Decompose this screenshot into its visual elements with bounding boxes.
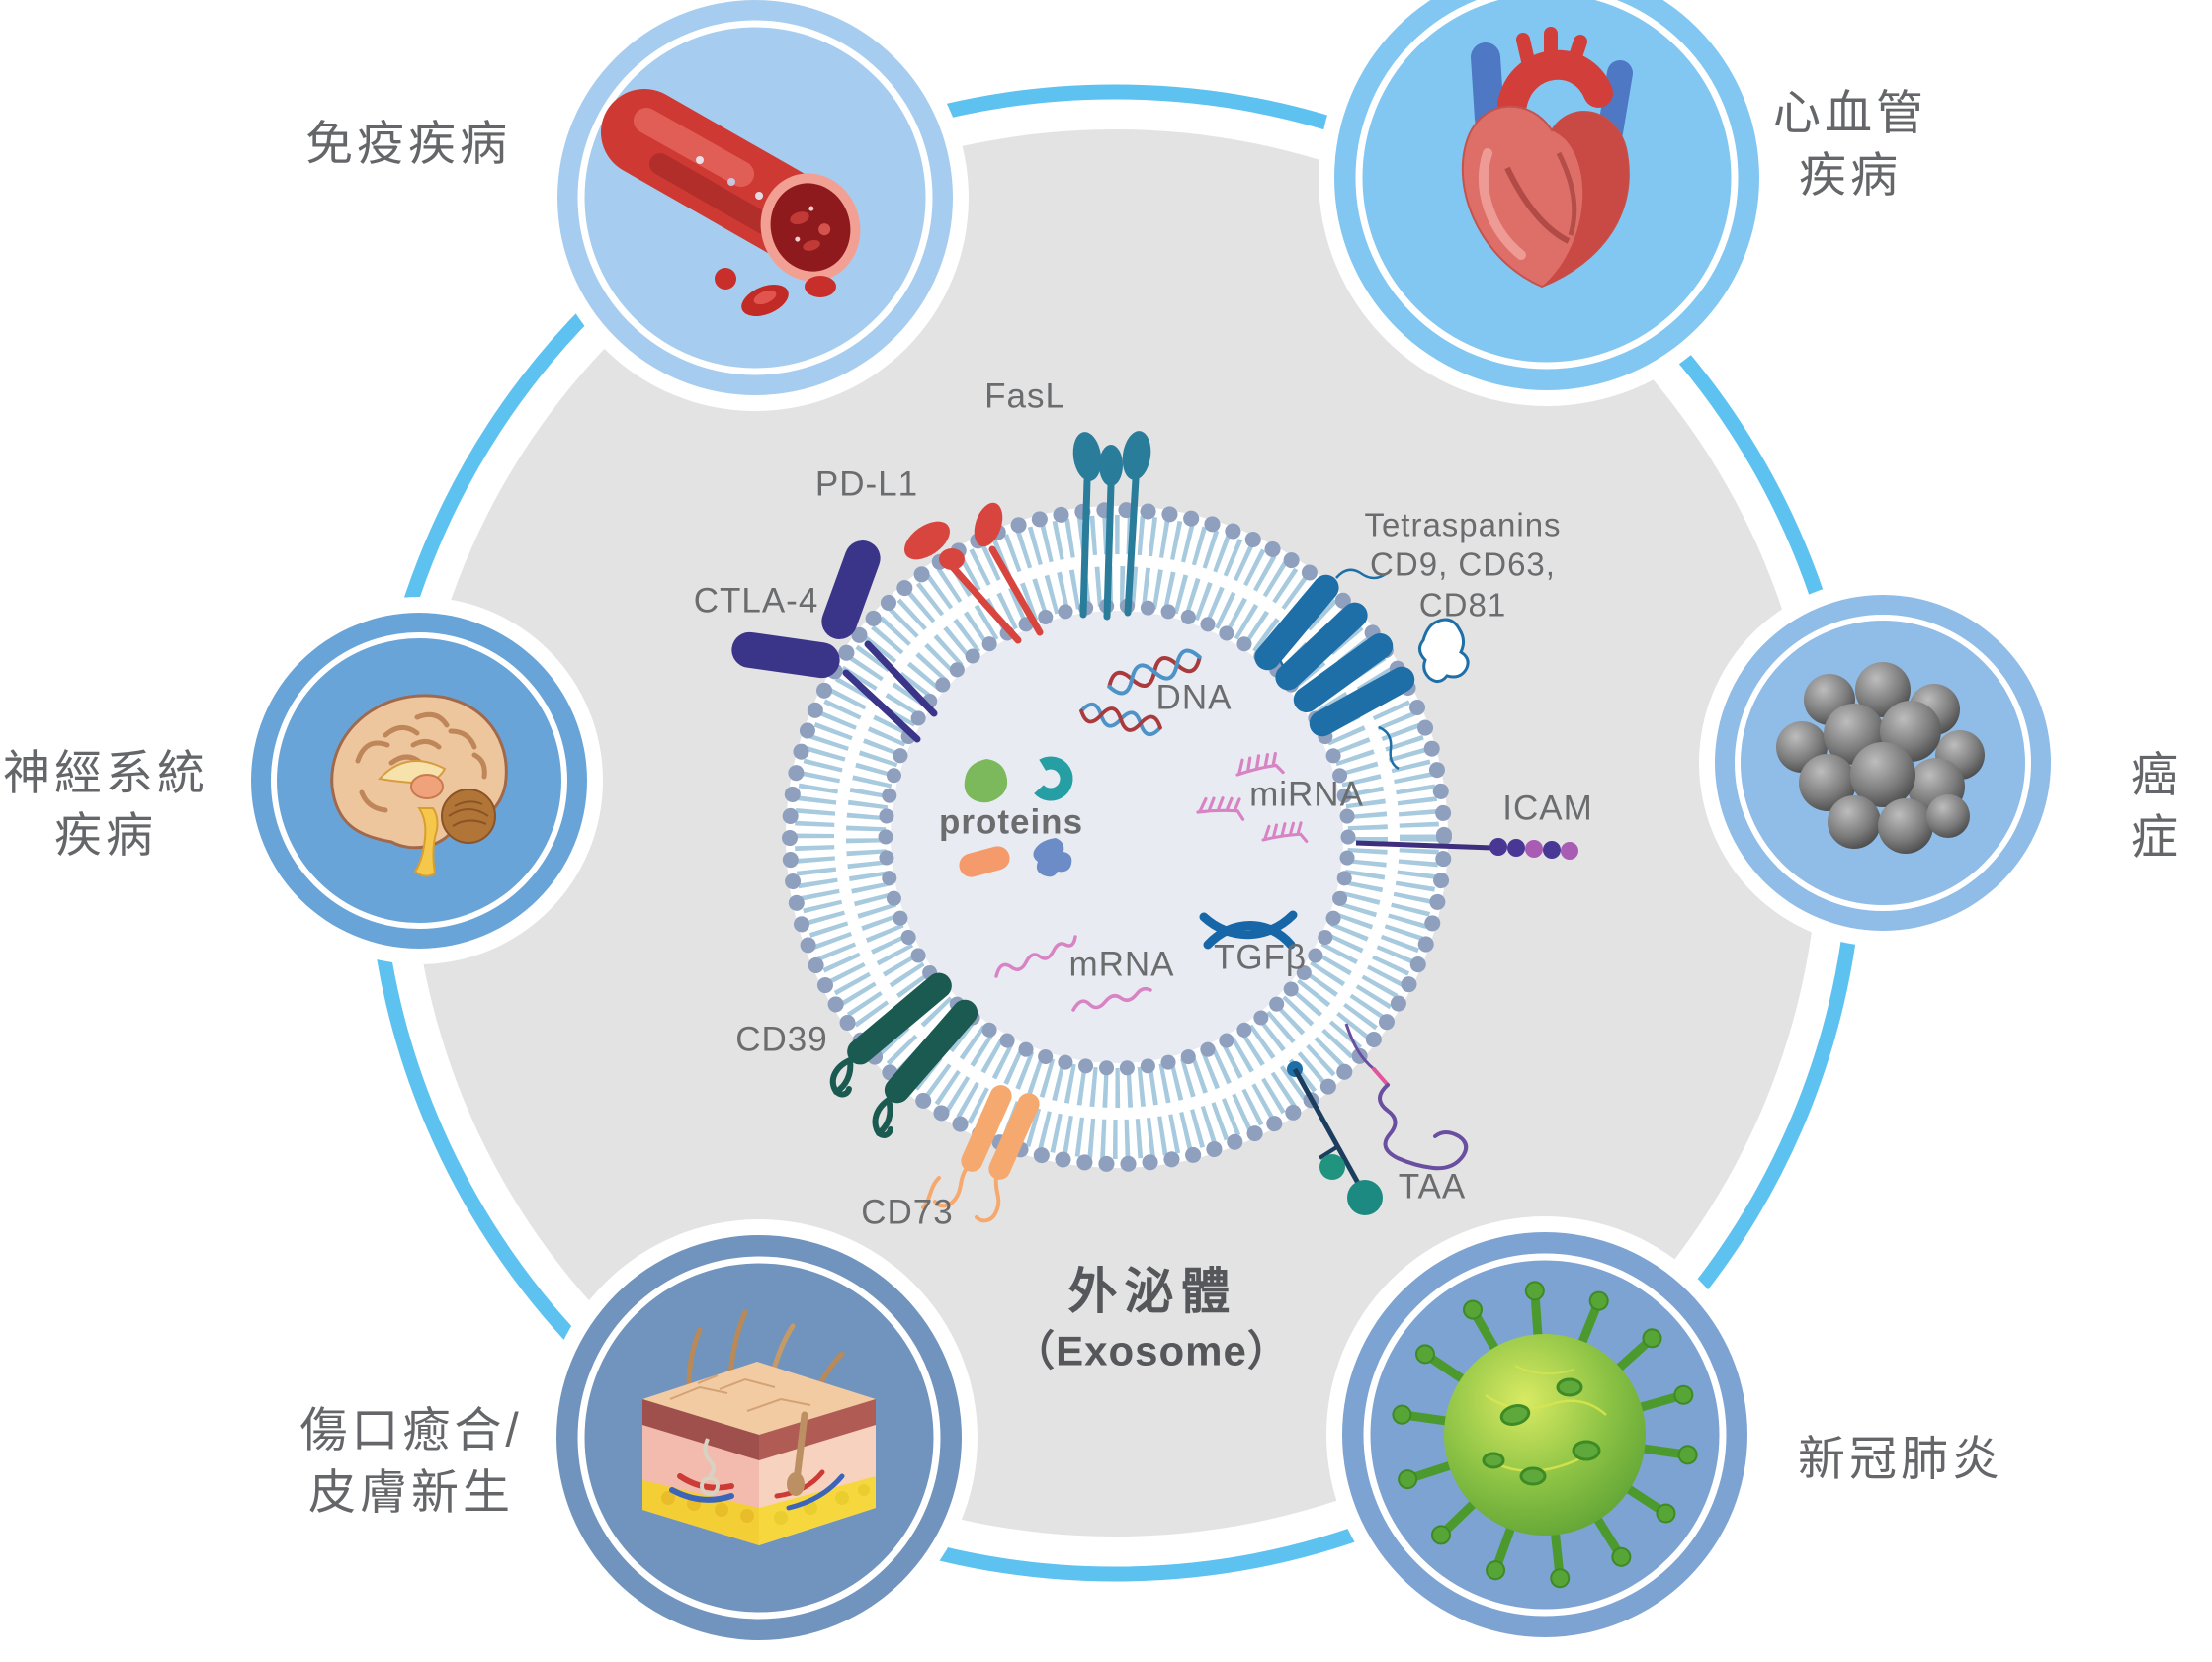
icam-receptor-icon [1355, 838, 1578, 860]
satellite-circle-immune-disease [542, 0, 969, 411]
label-wound-healing: 傷口癒合/ 皮膚新生 [299, 1404, 523, 1520]
fasl-receptor-icon [1072, 431, 1151, 621]
satellite-circle-wound-healing [541, 1219, 978, 1656]
label-immune-disease: 免疫疾病 [304, 118, 512, 171]
label-ctla4: CTLA-4 [693, 581, 819, 621]
taa-receptor-icon [1287, 1023, 1469, 1215]
exosome-title-en: （Exosome） [1013, 1327, 1290, 1374]
label-nervous-system: 神經系統 疾病 [2, 747, 210, 863]
membrane-inner-tails [846, 566, 1388, 1108]
protein-blobs-icon [959, 756, 1073, 877]
tgfb-icon [1199, 910, 1298, 950]
blood-vessel-icon [601, 89, 861, 317]
skin-section-icon [642, 1309, 876, 1545]
label-cd39: CD39 [735, 1020, 828, 1059]
label-mrna: mRNA [1068, 945, 1175, 984]
exosome-lumen [888, 608, 1346, 1066]
tetraspanins-icon [1254, 568, 1470, 771]
label-covid-19: 新冠肺炎 [1797, 1433, 2004, 1486]
exosome-title-zh: 外泌體 [1067, 1264, 1237, 1319]
satellite-circle-nervous-system [235, 597, 603, 964]
membrane-outer-tails [795, 515, 1439, 1159]
label-fasl: FasL [984, 376, 1065, 416]
mrna-icon [994, 935, 1152, 1012]
label-tgfb: TGFβ [1213, 938, 1308, 977]
membrane-inner-beads [878, 598, 1356, 1076]
label-pdl1: PD-L1 [814, 464, 919, 504]
label-proteins: proteins [938, 802, 1084, 842]
label-tetraspanins: Tetraspanins CD9, CD63, CD81 [1364, 506, 1562, 623]
ctla4-receptor-icon [731, 540, 938, 743]
exosome-vesicle [782, 502, 1452, 1172]
heart-icon [1461, 27, 1633, 289]
satellite-circle-covid-19 [1326, 1216, 1763, 1653]
label-dna: DNA [1155, 678, 1233, 717]
label-mirna: miRNA [1249, 775, 1364, 814]
brain-icon [330, 694, 508, 877]
membrane-outer-beads [782, 502, 1452, 1172]
label-taa: TAA [1398, 1167, 1467, 1206]
coronavirus-icon [1392, 1282, 1697, 1588]
satellite-circle-cardiovascular-disease [1319, 0, 1775, 406]
dna-helix-icon [1079, 648, 1202, 737]
tumor-cells-icon [1776, 662, 1985, 854]
pdl1-receptor-icon [904, 502, 1044, 644]
label-cardiovascular-disease: 心血管 疾病 [1772, 87, 1928, 203]
cd39-receptor-icon [829, 972, 978, 1138]
label-cd73: CD73 [861, 1193, 954, 1232]
label-icam: ICAM [1502, 789, 1593, 828]
cd73-receptor-icon [921, 1085, 1040, 1223]
satellite-circle-cancer [1699, 579, 2067, 947]
label-cancer: 癌症 [2130, 749, 2182, 865]
